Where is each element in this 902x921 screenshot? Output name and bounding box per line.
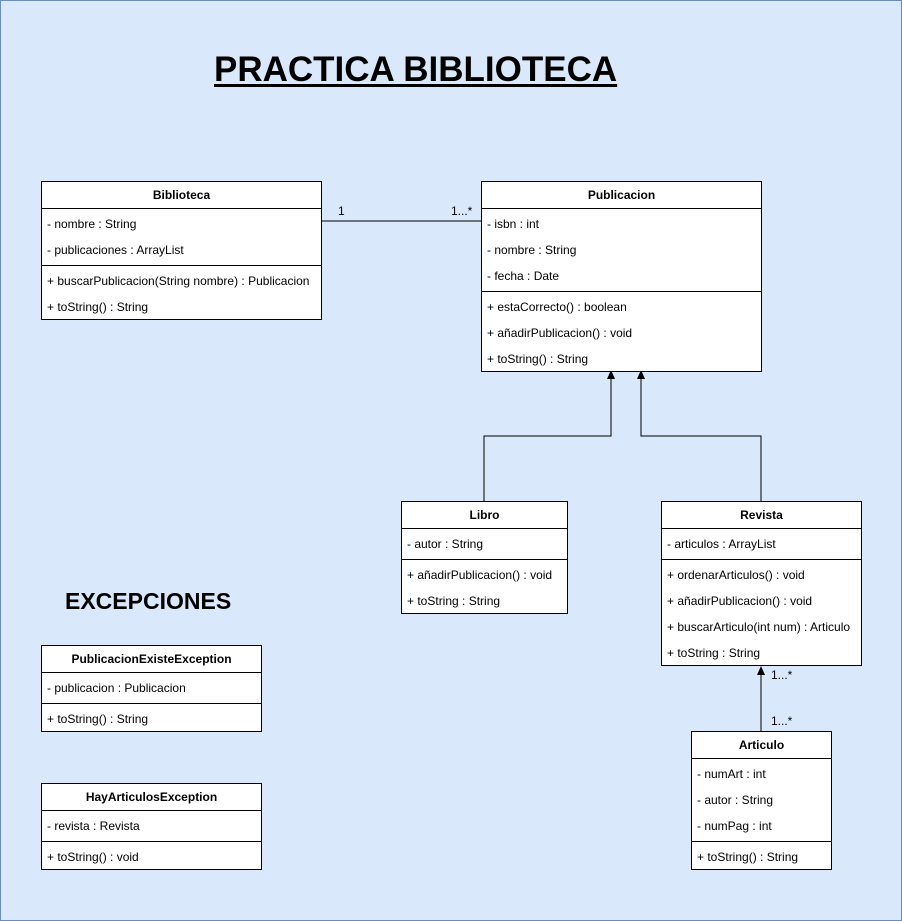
methods: + estaCorrecto() : boolean + añadirPubli… (482, 291, 761, 374)
class-publicacion-existe-exception[interactable]: PublicacionExisteException - publicacion… (41, 645, 262, 732)
methods: + añadirPublicacion() : void + toString … (402, 559, 567, 616)
page-title: PRACTICA BIBLIOTECA (214, 50, 618, 89)
inheritance-libro-publicacion (483, 378, 612, 501)
class-name: Libro (402, 502, 567, 529)
attribute: - autor : String (407, 537, 484, 551)
multiplicity-biblioteca: 1 (338, 204, 345, 218)
method: + toString() : String (697, 850, 799, 864)
methods: + toString() : String (692, 841, 831, 872)
attribute: - nombre : String (487, 243, 577, 257)
methods: + toString() : void (42, 841, 261, 872)
attributes: - articulos : ArrayList (662, 529, 861, 559)
method: + buscarPublicacion(String nombre) : Pub… (47, 274, 310, 288)
class-name: Articulo (692, 732, 831, 759)
attribute: - publicaciones : ArrayList (47, 243, 184, 257)
attributes: - revista : Revista (42, 811, 261, 841)
attribute: - numArt : int (697, 767, 766, 781)
method: + ordenarArticulos() : void (667, 568, 805, 582)
attribute: - numPag : int (697, 819, 772, 833)
attributes: - autor : String (402, 529, 567, 559)
arrowhead-revista-publicacion (637, 370, 645, 379)
methods: + toString() : String (42, 703, 261, 734)
method: + toString : String (667, 646, 761, 660)
methods: + buscarPublicacion(String nombre) : Pub… (42, 265, 321, 322)
attributes: - publicacion : Publicacion (42, 673, 261, 703)
multiplicity-articulo-end: 1...* (771, 714, 793, 728)
class-name: Publicacion (482, 182, 761, 209)
attribute: - isbn : int (487, 217, 540, 231)
inheritance-revista-publicacion (640, 378, 762, 501)
methods: + ordenarArticulos() : void + añadirPubl… (662, 559, 861, 668)
attributes: - numArt : int - autor : String - numPag… (692, 759, 831, 841)
method: + añadirPublicacion() : void (667, 594, 813, 608)
arrowhead-libro-publicacion (607, 370, 615, 379)
attribute: - fecha : Date (487, 269, 560, 283)
method: + añadirPublicacion() : void (407, 568, 553, 582)
method: + toString() : String (47, 300, 149, 314)
class-name: HayArticulosException (42, 784, 261, 811)
method: + estaCorrecto() : boolean (487, 300, 627, 314)
class-name: PublicacionExisteException (42, 646, 261, 673)
class-name: Biblioteca (42, 182, 321, 209)
attribute: - autor : String (697, 793, 774, 807)
class-hay-articulos-exception[interactable]: HayArticulosException - revista : Revist… (41, 783, 262, 870)
arrowhead-articulo-revista (757, 666, 765, 675)
attributes: - nombre : String - publicaciones : Arra… (42, 209, 321, 265)
attribute: - nombre : String (47, 217, 137, 231)
method: + toString : String (407, 594, 501, 608)
attribute: - publicacion : Publicacion (47, 681, 186, 695)
class-publicacion[interactable]: Publicacion - isbn : int - nombre : Stri… (481, 181, 762, 372)
method: + toString() : String (47, 712, 149, 726)
class-libro[interactable]: Libro - autor : String + añadirPublicaci… (401, 501, 568, 614)
attribute: - articulos : ArrayList (667, 537, 776, 551)
method: + buscarArticulo(int num) : Articulo (667, 620, 851, 634)
class-name: Revista (662, 502, 861, 529)
method: + toString() : void (47, 850, 139, 864)
multiplicity-revista-end: 1...* (771, 668, 793, 682)
class-biblioteca[interactable]: Biblioteca - nombre : String - publicaci… (41, 181, 322, 320)
exceptions-title: EXCEPCIONES (65, 588, 232, 614)
class-articulo[interactable]: Articulo - numArt : int - autor : String… (691, 731, 832, 870)
attribute: - revista : Revista (47, 819, 140, 833)
class-revista[interactable]: Revista - articulos : ArrayList + ordena… (661, 501, 862, 666)
method: + toString() : String (487, 352, 589, 366)
attributes: - isbn : int - nombre : String - fecha :… (482, 209, 761, 291)
multiplicity-publicacion: 1...* (451, 204, 473, 218)
method: + añadirPublicacion() : void (487, 326, 633, 340)
